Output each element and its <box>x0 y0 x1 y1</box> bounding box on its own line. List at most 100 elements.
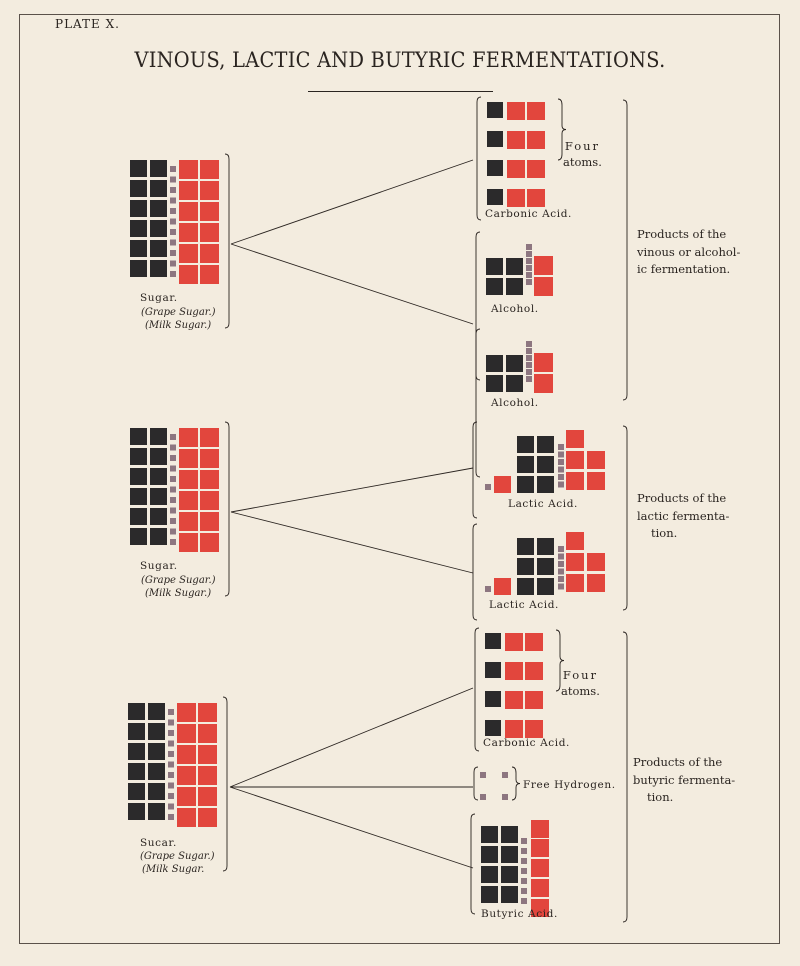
oxygen-atom <box>531 899 549 917</box>
oxygen-atom <box>200 533 219 552</box>
oxygen-atom <box>534 256 553 275</box>
oxygen-atom <box>200 181 219 200</box>
hydrogen-atom <box>168 803 174 810</box>
hydrogen-atom <box>526 251 532 257</box>
oxygen-atom <box>200 512 219 531</box>
carbon-atom <box>148 783 165 800</box>
hydrogen-atom <box>168 814 174 820</box>
connector-line <box>229 786 474 869</box>
lactic-acid-bracket-1 <box>472 421 478 519</box>
hydrogen-atom <box>168 730 174 736</box>
hydrogen-atom <box>480 794 486 800</box>
carbon-atom <box>501 846 518 863</box>
hydrogen-atom <box>485 484 491 490</box>
oxygen-atom <box>200 244 219 263</box>
hydrogen-atom <box>521 878 527 884</box>
oxygen-atom <box>587 553 605 571</box>
hydrogen-atom <box>502 772 508 778</box>
hydrogen-atom <box>521 838 527 844</box>
carbon-atom <box>485 662 501 678</box>
butyric-acid-bracket <box>470 813 476 915</box>
carbon-atom <box>517 476 534 493</box>
lactic-note-line3: tion. <box>651 526 678 540</box>
oxygen-atom <box>200 428 219 447</box>
atoms-word: atoms. <box>561 684 600 698</box>
oxygen-atom <box>177 766 196 785</box>
carbon-atom <box>481 846 498 863</box>
sugar-bracket-vinous <box>224 153 230 329</box>
hydrogen-atom <box>170 444 176 451</box>
carbon-atom <box>150 528 167 545</box>
title-rule <box>308 91 493 92</box>
hydrogen-atom <box>170 528 176 535</box>
hydrogen-atom <box>521 848 527 854</box>
connector-line <box>230 243 474 325</box>
free-hydrogen-label: Free Hydrogen. <box>523 779 616 791</box>
hydrogen-atom <box>526 265 532 271</box>
carbon-atom <box>130 468 147 485</box>
hydrogen-atom <box>168 793 174 799</box>
oxygen-atom <box>200 491 219 510</box>
grape-sugar-vinous: (Grape Sugar.) <box>141 307 216 318</box>
carbon-atom <box>506 375 523 392</box>
hydrogen-atom <box>480 772 486 778</box>
vinous-products-note: Products of the vinous or alcohol- ic fe… <box>637 226 740 279</box>
hydrogen-atom <box>170 187 176 193</box>
carbon-atom <box>487 102 503 118</box>
oxygen-atom <box>507 189 525 207</box>
oxygen-atom <box>587 574 605 592</box>
carbon-atom <box>537 578 554 595</box>
carbon-atom <box>506 355 523 372</box>
hydrogen-atom <box>170 539 176 545</box>
hydrogen-atom <box>170 455 176 461</box>
hydrogen-atom <box>521 888 527 894</box>
carbon-atom <box>128 803 145 820</box>
oxygen-atom <box>177 808 196 827</box>
carbon-atom <box>487 160 503 176</box>
lactic-acid-label-2: Lactic Acid. <box>489 599 559 611</box>
plate-frame <box>19 14 780 944</box>
hydrogen-atom <box>170 271 176 277</box>
hydrogen-atom <box>170 197 176 204</box>
oxygen-atom <box>566 472 584 490</box>
carbon-atom <box>537 436 554 453</box>
hydrogen-atom <box>526 369 532 375</box>
carbon-atom <box>537 538 554 555</box>
carbonic-acid-bracket-vinous <box>476 96 482 221</box>
oxygen-atom <box>505 633 523 651</box>
carbon-atom <box>130 260 147 277</box>
lactic-note-line2: lactic fermenta- <box>637 508 730 523</box>
hydrogen-atom <box>526 258 532 264</box>
oxygen-atom <box>566 553 584 571</box>
oxygen-atom <box>200 160 219 179</box>
grape-sugar-lactic: (Grape Sugar.) <box>141 575 216 586</box>
oxygen-atom <box>200 223 219 242</box>
carbon-atom <box>150 468 167 485</box>
carbon-atom <box>128 703 145 720</box>
hydrogen-atom <box>170 239 176 246</box>
oxygen-atom <box>525 691 543 709</box>
milk-sugar-vinous: (Milk Sugar.) <box>145 320 212 331</box>
oxygen-atom <box>534 353 553 372</box>
oxygen-atom <box>179 265 198 284</box>
hydrogen-atom <box>170 260 176 267</box>
carbon-atom <box>130 508 147 525</box>
oxygen-atom <box>525 662 543 680</box>
carbon-atom <box>517 436 534 453</box>
oxygen-atom <box>177 724 196 743</box>
oxygen-atom <box>534 374 553 393</box>
carbon-atom <box>537 558 554 575</box>
oxygen-atom <box>179 491 198 510</box>
carbon-atom <box>128 763 145 780</box>
alcohol-bracket-1 <box>475 231 481 381</box>
oxygen-atom <box>494 578 511 595</box>
alcohol-bracket-2 <box>475 328 481 478</box>
sugar-bracket-lactic <box>224 421 230 597</box>
carbon-atom <box>487 189 503 205</box>
carbon-atom <box>506 278 523 295</box>
hydrogen-atom <box>526 244 532 250</box>
lactic-products-bracket <box>622 425 628 611</box>
butyric-note-line1: Products of the <box>633 755 723 769</box>
oxygen-atom <box>179 244 198 263</box>
carbon-atom <box>501 826 518 843</box>
